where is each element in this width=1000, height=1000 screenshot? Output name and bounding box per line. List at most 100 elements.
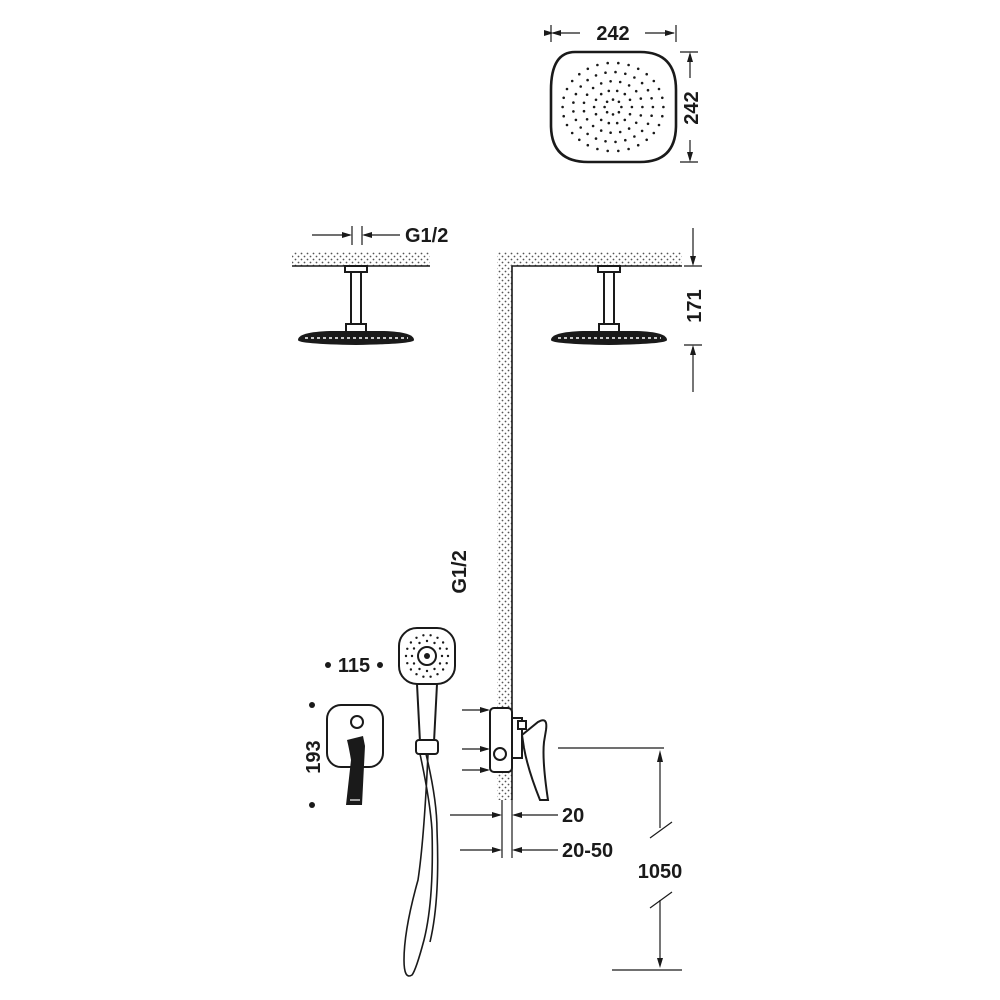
nozzle-dot <box>609 131 612 134</box>
nozzle-dot <box>640 81 644 85</box>
nozzle-dot <box>662 105 665 109</box>
nozzle-dot <box>599 82 603 85</box>
hand-nozzle-dot <box>406 662 409 665</box>
nozzle-dot <box>562 96 565 100</box>
rain-head-depth-label: 242 <box>681 91 703 124</box>
nozzle-dot <box>607 121 611 125</box>
hand-nozzle-dot <box>409 641 413 644</box>
nozzle-dot <box>606 149 609 153</box>
nozzle-dot <box>651 105 655 109</box>
nozzle-dot <box>646 122 650 126</box>
nozzle-dot <box>565 123 569 127</box>
nozzle-pattern <box>561 61 665 153</box>
hand-shower-width-label: 115 <box>338 655 370 677</box>
hand-shower <box>398 627 456 977</box>
hand-nozzle-dot <box>409 668 413 671</box>
nozzle-dot <box>594 74 598 77</box>
nozzle-dot <box>661 114 664 118</box>
hand-nozzle-pattern <box>404 634 450 678</box>
nozzle-dot <box>623 92 627 96</box>
nozzle-dot <box>570 79 574 83</box>
nozzle-dot <box>615 89 619 93</box>
hand-nozzle-dot <box>429 634 432 637</box>
hand-nozzle-dot <box>445 647 448 650</box>
dimension-wall-inlet-thread: G1/2 <box>449 550 490 773</box>
nozzle-dot <box>618 130 622 134</box>
nozzle-dot <box>620 105 623 109</box>
hand-nozzle-dot <box>412 662 416 665</box>
nozzle-dot <box>639 97 643 100</box>
hand-nozzle-dot <box>422 675 425 678</box>
nozzle-dot <box>640 129 644 133</box>
dimension-hand-shower-width: 115 <box>325 655 383 677</box>
nozzle-dot <box>657 87 661 91</box>
ceiling-right <box>497 252 682 267</box>
nozzle-dot <box>591 124 595 128</box>
nozzle-dot <box>591 86 595 90</box>
hand-nozzle-dot <box>406 647 409 650</box>
nozzle-dot <box>650 97 653 100</box>
nozzle-dot <box>604 140 607 143</box>
arm-drop-label: 171 <box>684 289 706 322</box>
nozzle-dot <box>617 149 620 153</box>
hand-nozzle-dot <box>441 641 445 644</box>
nozzle-dot <box>652 79 656 83</box>
dimension-wall-cover: 20 <box>450 800 584 858</box>
top-inlet-thread-label: G1/2 <box>405 225 448 247</box>
nozzle-dot <box>599 92 603 96</box>
nozzle-dot <box>596 147 599 151</box>
nozzle-dot <box>650 114 653 117</box>
nozzle-dot <box>562 114 565 118</box>
nozzle-dot <box>594 137 598 140</box>
nozzle-dot <box>592 105 596 109</box>
nozzle-dot <box>609 80 612 83</box>
dimension-mixer-depth: 20-50 <box>460 840 613 862</box>
hand-nozzle-dot <box>415 636 418 639</box>
nozzle-dot <box>636 67 640 71</box>
nozzle-dot <box>582 109 586 113</box>
nozzle-dot <box>572 101 575 104</box>
hand-nozzle-dot <box>418 667 421 671</box>
nozzle-dot <box>646 88 650 92</box>
nozzle-dot <box>565 87 569 91</box>
nozzle-dot <box>630 105 634 109</box>
nozzle-dot <box>628 98 632 102</box>
shower-arm-left <box>298 265 414 345</box>
shower-arm-right <box>551 265 667 345</box>
nozzle-dot <box>606 61 609 65</box>
nozzle-dot <box>634 89 638 93</box>
hand-nozzle-dot <box>441 668 445 671</box>
hand-nozzle-dot <box>422 634 425 637</box>
hand-nozzle-dot <box>415 673 418 676</box>
nozzle-dot <box>657 123 661 127</box>
nozzle-dot <box>585 118 589 121</box>
rain-head-top-view <box>549 50 678 164</box>
dimension-mixer-height: 1050 <box>558 747 683 971</box>
nozzle-dot <box>586 78 589 82</box>
nozzle-dot <box>614 70 617 74</box>
nozzle-dot <box>603 105 606 109</box>
hand-nozzle-dot <box>404 654 408 658</box>
dimension-arm-drop: 171 <box>684 228 706 392</box>
wall-inlet-thread-label: G1/2 <box>449 550 471 593</box>
mixer-depth-label: 20-50 <box>562 840 613 862</box>
nozzle-dot <box>586 67 590 71</box>
nozzle-dot <box>561 105 564 109</box>
nozzle-dot <box>652 131 656 135</box>
dimension-top-inlet-thread: G1/2 <box>312 225 448 247</box>
ceiling-left <box>292 252 430 267</box>
hand-nozzle-dot <box>446 654 450 658</box>
hand-nozzle-dot <box>425 669 429 673</box>
nozzle-dot <box>641 105 644 109</box>
nozzle-dot <box>594 112 598 116</box>
nozzle-dot <box>628 112 632 116</box>
dimension-depth-top: 242 <box>680 51 703 163</box>
nozzle-dot <box>627 84 631 87</box>
nozzle-dot <box>633 135 636 138</box>
nozzle-dot <box>618 80 622 84</box>
nozzle-dot <box>627 63 630 67</box>
mixer-height-label: 1050 <box>638 861 683 883</box>
hand-nozzle-dot <box>410 654 414 658</box>
nozzle-dot <box>624 138 627 142</box>
